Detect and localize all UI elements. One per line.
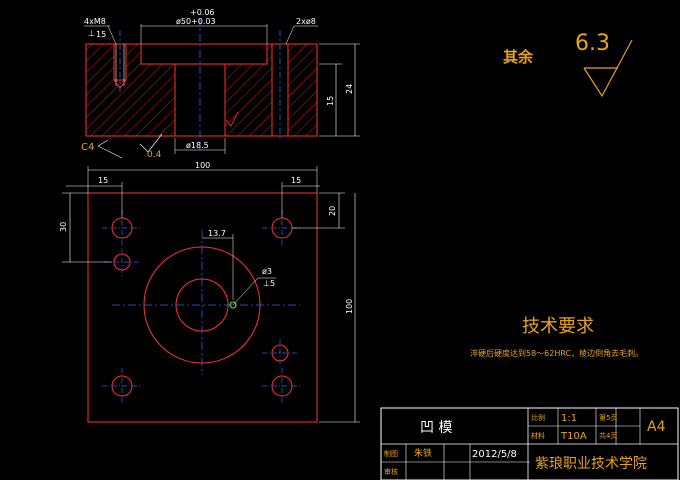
- designer-name: 朱铁: [414, 447, 432, 459]
- pin-depth-symbol: ⊥: [263, 279, 270, 288]
- bottom-diameter: ø18.5: [186, 141, 209, 150]
- chamfer-label: C4: [81, 142, 94, 153]
- total-label: 共4页: [599, 431, 617, 440]
- scale-label: 比例: [531, 413, 545, 422]
- sheet-label: 第5页: [599, 413, 617, 422]
- bore-diameter: ø50+0.03: [176, 17, 216, 26]
- height-24: 24: [345, 84, 354, 94]
- roughness-label: 其余: [503, 48, 534, 66]
- hole-bottom-right: [262, 368, 302, 404]
- material-label: 材料: [531, 431, 545, 440]
- section-view: +0.06 ø50+0.03 4xM8 ⊥ 15 2xø8 24 15 ø18.…: [81, 8, 360, 160]
- hole-bottom-left: [102, 368, 142, 404]
- pin-depth: 5: [270, 279, 275, 288]
- thread-depth: 15: [96, 30, 106, 39]
- tolerance-upper: +0.06: [190, 8, 215, 17]
- left-offset-15: 15: [98, 176, 108, 185]
- height-100: 100: [345, 299, 354, 314]
- tech-requirements-line-1: 淬硬后硬度达到58～62HRC，棱边倒角去毛刺。: [470, 348, 643, 358]
- scale-value: 1:1: [561, 413, 577, 424]
- hole-right-mid: [262, 339, 298, 367]
- right-offset-15: 15: [291, 176, 301, 185]
- tech-requirements-title: 技术要求: [522, 316, 594, 337]
- width-100: 100: [195, 161, 210, 170]
- tech-requirements: 技术要求 淬硬后硬度达到58～62HRC，棱边倒角去毛刺。: [470, 316, 643, 358]
- pin-hole: [229, 301, 237, 309]
- pin-diameter: ø3: [262, 267, 272, 276]
- center-offset-13-7: 13.7: [208, 229, 226, 238]
- checker-label: 审核: [384, 467, 398, 476]
- part-name: 凹 模: [420, 420, 452, 436]
- title-block: 凹 模 比例 1:1 第5页 材料 T10A 共4页 A4 制图 朱铁 2012…: [380, 407, 679, 480]
- plan-view: ø3 ⊥ 5 100 15 15 20 30 100 13.7: [59, 161, 360, 423]
- roughness-symbol: 其余 6.3: [503, 31, 633, 98]
- paper-size: A4: [647, 419, 666, 435]
- roughness-value: 6.3: [575, 31, 610, 56]
- material-value: T10A: [560, 431, 587, 442]
- roughness-04: 0.4: [147, 150, 162, 160]
- school-name: 紫琅职业技术学院: [535, 456, 647, 472]
- left-top-offset-30: 30: [59, 222, 68, 232]
- drawing-date: 2012/5/8: [472, 449, 517, 460]
- right-top-offset-20: 20: [328, 206, 337, 216]
- pin-callout: 2xø8: [296, 17, 316, 26]
- thread-depth-symbol: ⊥: [88, 29, 95, 38]
- height-15: 15: [326, 96, 335, 106]
- designer-label: 制图: [384, 449, 398, 458]
- thread-callout: 4xM8: [84, 17, 106, 26]
- hole-left-mid: [104, 248, 140, 276]
